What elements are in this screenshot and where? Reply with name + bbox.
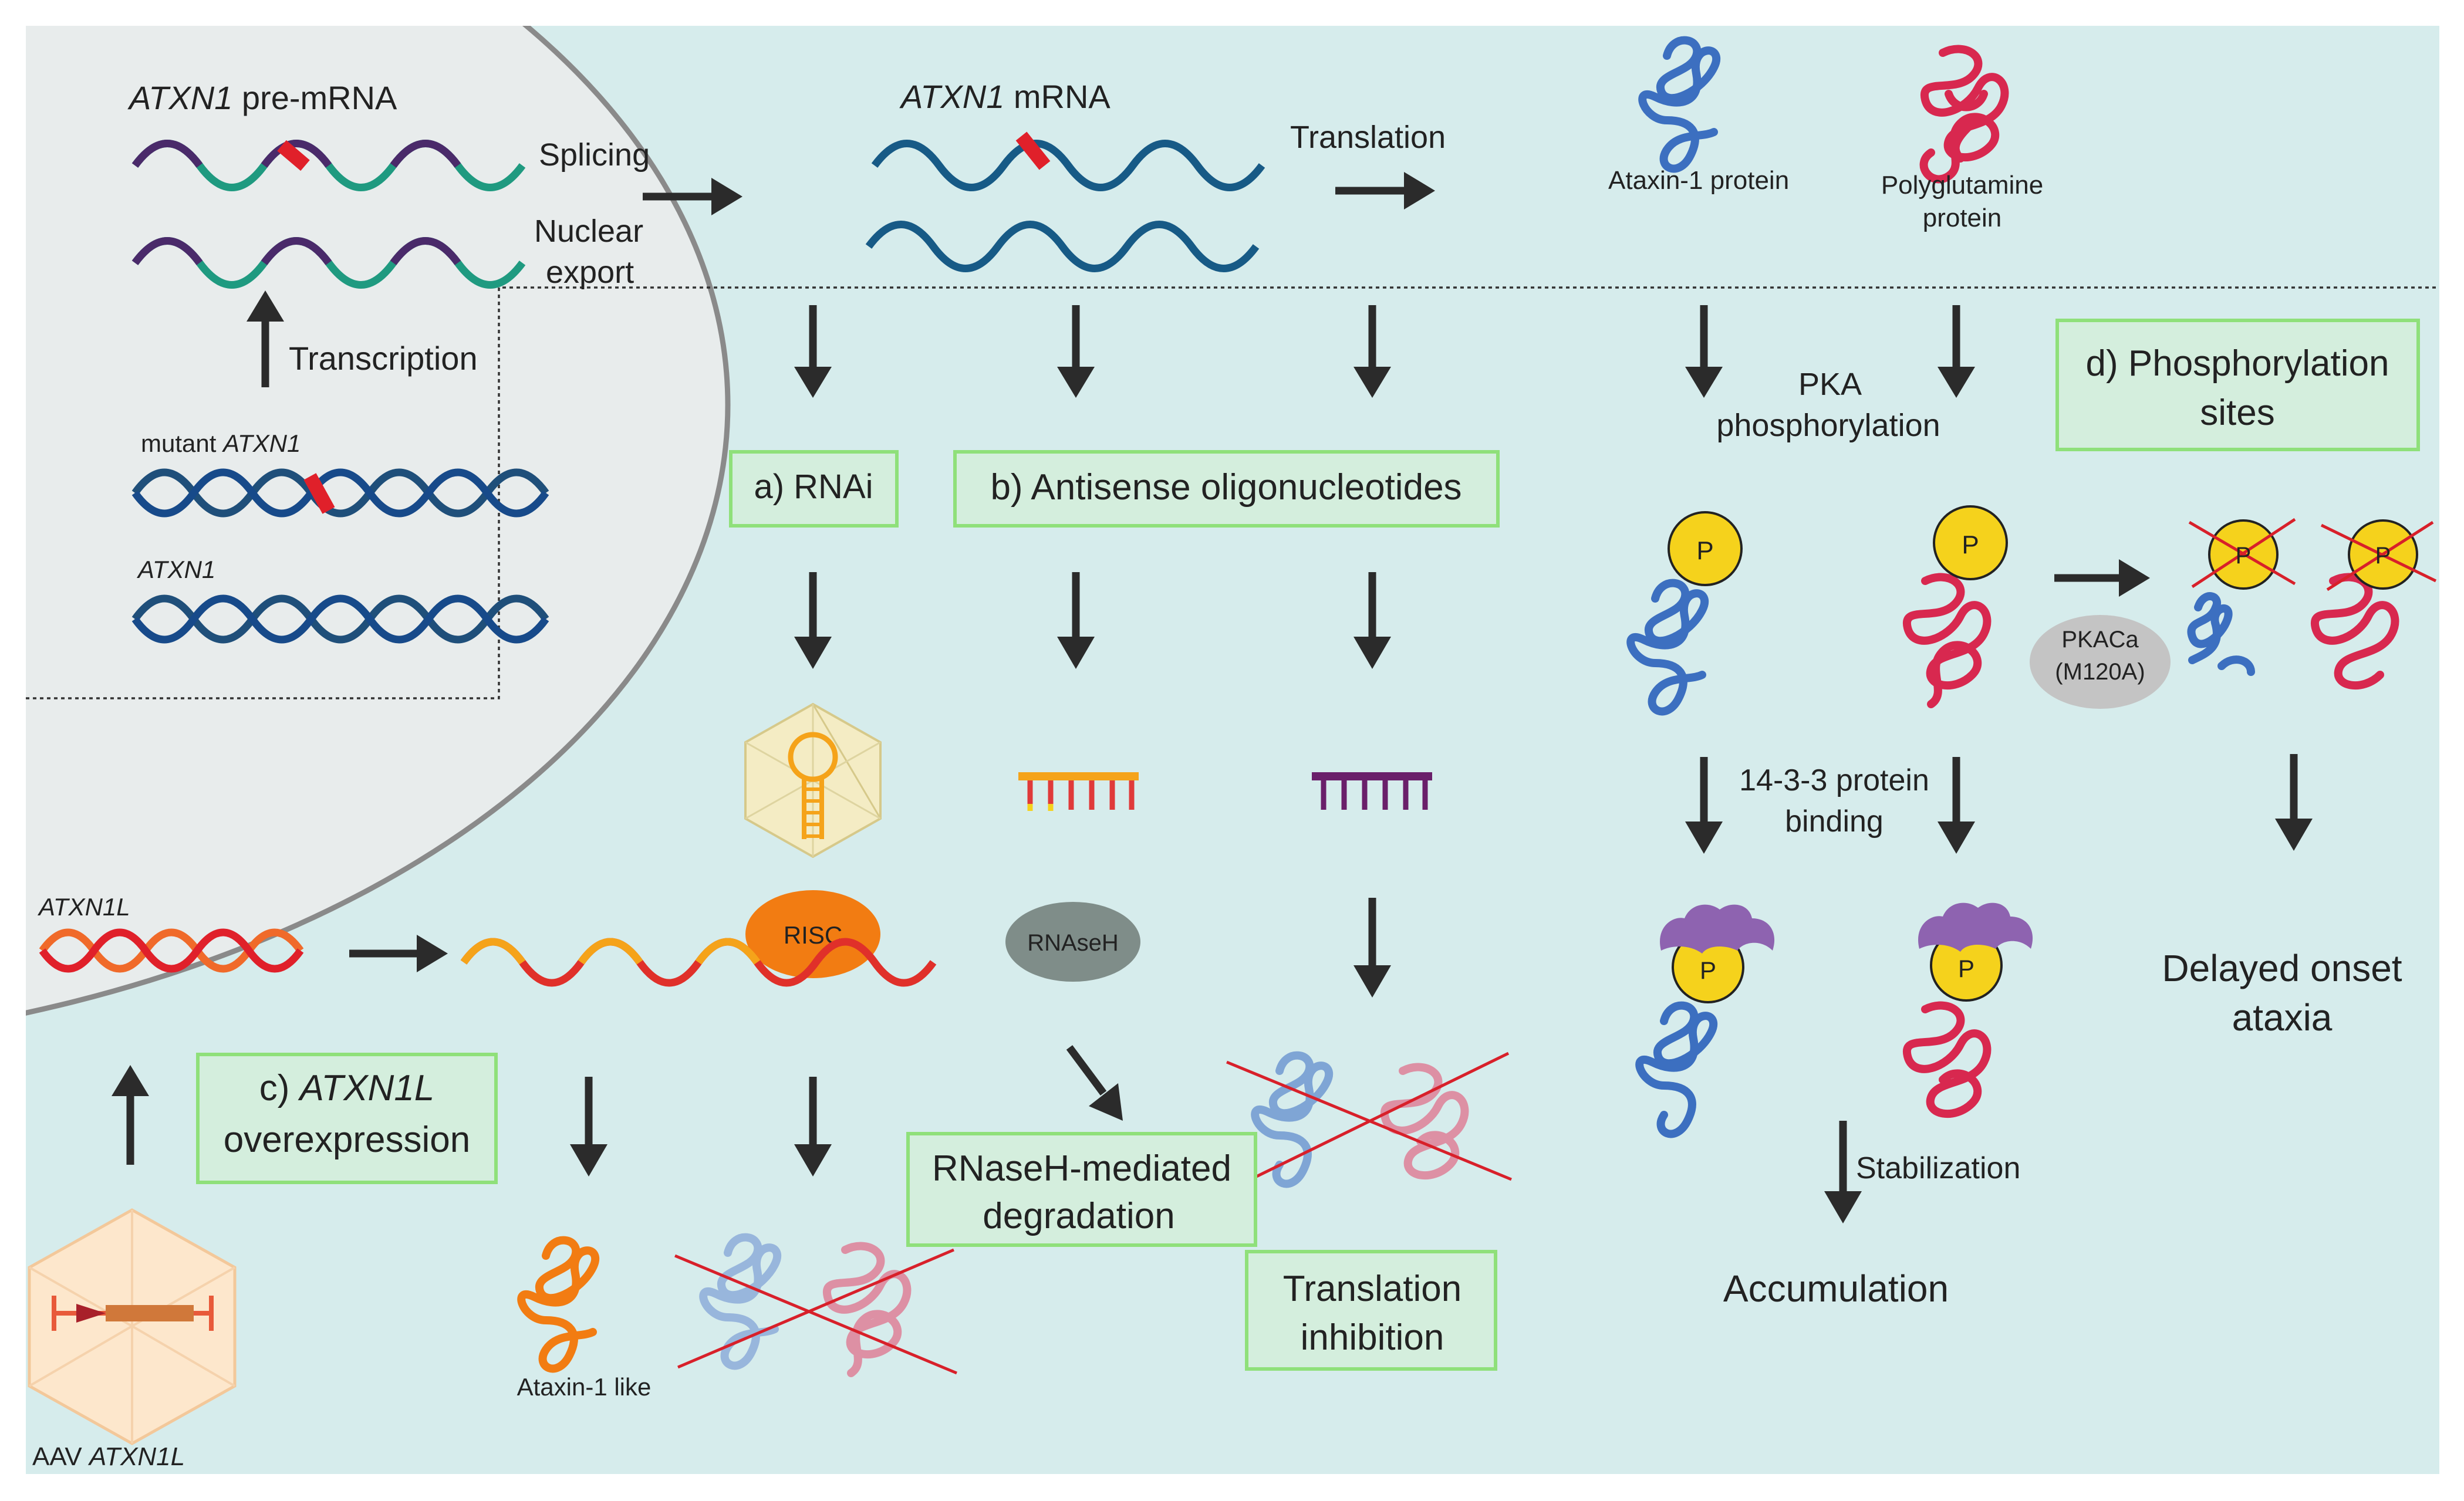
pre-mrna-label: ATXN1 pre-mRNA xyxy=(127,79,397,116)
delayed-line2: ataxia xyxy=(2232,996,2333,1039)
export-arrowhead xyxy=(711,178,742,215)
atxn1l-box-line2: overexpression xyxy=(224,1120,470,1160)
transcription-arrowhead xyxy=(247,290,284,322)
aso-comb-purple-icon xyxy=(1312,772,1432,810)
aso-comb-icon xyxy=(1018,772,1139,811)
translation-arrowhead xyxy=(1404,172,1435,209)
mrna-label: ATXN1 mRNA xyxy=(899,78,1111,115)
ataxin1-like-protein-icon xyxy=(517,1236,600,1373)
rnai-box-label: a) RNAi xyxy=(754,468,873,506)
translation-inhibition-box xyxy=(1245,1250,1497,1371)
mutant-atxn1-label: mutant ATXN1 xyxy=(141,430,301,457)
ataxin1-protein-icon xyxy=(1638,36,1721,173)
phospho-p-2: P xyxy=(1962,530,1979,559)
phosphorylation-box xyxy=(2055,319,2420,451)
export-label: export xyxy=(546,255,634,290)
delayed-line1: Delayed onset xyxy=(2162,947,2402,989)
phos-box-line1: d) Phosphorylation xyxy=(2086,343,2389,384)
mutant-atxn1-dna xyxy=(131,468,549,518)
transl-box-line2: inhibition xyxy=(1301,1317,1444,1358)
atxn1l-arrowhead xyxy=(417,935,448,972)
risc-ellipse xyxy=(745,890,880,978)
stabilization-label: Stabilization xyxy=(1856,1151,2020,1185)
crossed-p-2: P xyxy=(2375,543,2391,569)
cross-out-icon xyxy=(2320,520,2437,591)
accumulation-label: Accumulation xyxy=(1723,1267,1949,1310)
nuclear-label: Nuclear xyxy=(534,214,643,249)
pkaca-line1: PKACa xyxy=(2061,627,2139,653)
rnai-box xyxy=(729,450,899,528)
cross-out-icon xyxy=(2188,518,2296,589)
atxn1l-dna-label: ATXN1L xyxy=(37,893,130,921)
polyq-label-line1: Polyglutamine xyxy=(1881,171,2043,200)
binding-line1: 14-3-3 protein xyxy=(1739,763,1929,797)
crossed-phospho-ataxin1 xyxy=(2187,518,2296,676)
binding-arrows xyxy=(1685,754,2313,854)
rnaseh-label: RNAseH xyxy=(1027,930,1119,956)
bound-ataxin1 xyxy=(1635,904,1775,1138)
transl-box-line1: Translation xyxy=(1283,1269,1461,1309)
down-arrows-row1 xyxy=(794,305,1975,398)
crossed-proteins-aso xyxy=(1226,1051,1512,1188)
phos-box-line2: sites xyxy=(2200,393,2274,433)
atxn1-dna xyxy=(131,594,549,644)
dotted-separator xyxy=(26,286,2439,699)
rnaseh-box-line1: RNaseH-mediated xyxy=(932,1148,1231,1189)
splicing-label: Splicing xyxy=(539,137,650,173)
hairpin-capsid-icon xyxy=(744,702,882,858)
atxn1l-mrna-segments xyxy=(460,938,761,965)
polyq-label-line2: protein xyxy=(1923,204,2002,232)
pre-mrna-strand xyxy=(131,140,526,191)
polyq-protein-icon xyxy=(1919,45,2009,184)
rnaseh-ellipse xyxy=(1005,902,1140,982)
aso-box xyxy=(953,450,1500,528)
atxn1l-box-line1: c) ATXN1L xyxy=(259,1068,435,1108)
bound-p-2: P xyxy=(1958,955,1974,982)
cross-out-icon xyxy=(674,1248,957,1375)
translation-label: Translation xyxy=(1290,120,1446,155)
phospho-ataxin1 xyxy=(1626,511,1743,716)
pka-label-line1: PKA xyxy=(1798,367,1862,402)
crossed-proteins-rnai xyxy=(674,1233,957,1377)
pkaca-ellipse xyxy=(2030,615,2171,709)
mrna-wt-strand xyxy=(865,221,1260,272)
crossed-p-1: P xyxy=(2236,543,2252,569)
mrna-mutant-strand xyxy=(871,131,1265,191)
atxn1l-dna xyxy=(39,928,304,973)
bound-polyq xyxy=(1902,902,2033,1118)
aav-capsid-icon xyxy=(28,1208,237,1445)
aso-box-label: b) Antisense oligonucleotides xyxy=(990,467,1461,508)
rnaseh-degradation-box xyxy=(906,1132,1257,1247)
phospho-polyq xyxy=(1902,505,2008,708)
stabilization-arrowhead xyxy=(1824,1191,1862,1223)
rnaseh-box-line2: degradation xyxy=(983,1196,1175,1236)
phospho-p-1: P xyxy=(1696,536,1713,565)
pkaca-line2: (M120A) xyxy=(2055,659,2145,685)
aav-up-arrowhead xyxy=(112,1065,149,1096)
aav-label: AAV ATXN1L xyxy=(32,1442,185,1471)
ataxin1-like-label: Ataxin-1 like xyxy=(517,1373,652,1401)
nucleus xyxy=(26,26,730,1016)
pre-mrna-strand-wt xyxy=(131,237,526,289)
atxn1-dna-label: ATXN1 xyxy=(136,556,215,583)
crossed-phospho-polyq xyxy=(2310,519,2437,690)
pka-label-line2: phosphorylation xyxy=(1716,408,1940,443)
bound-p-1: P xyxy=(1700,956,1716,984)
cross-out-icon xyxy=(1226,1052,1512,1187)
atxn1l-box xyxy=(196,1053,498,1184)
transcription-label: Transcription xyxy=(289,340,478,377)
ataxin1-protein-label: Ataxin-1 protein xyxy=(1608,166,1789,195)
binding-line2: binding xyxy=(1785,804,1884,839)
down-arrows-row2 xyxy=(794,572,1391,669)
pkaca-arrowhead xyxy=(2119,559,2150,597)
down-arrows-row3 xyxy=(570,898,1391,1177)
